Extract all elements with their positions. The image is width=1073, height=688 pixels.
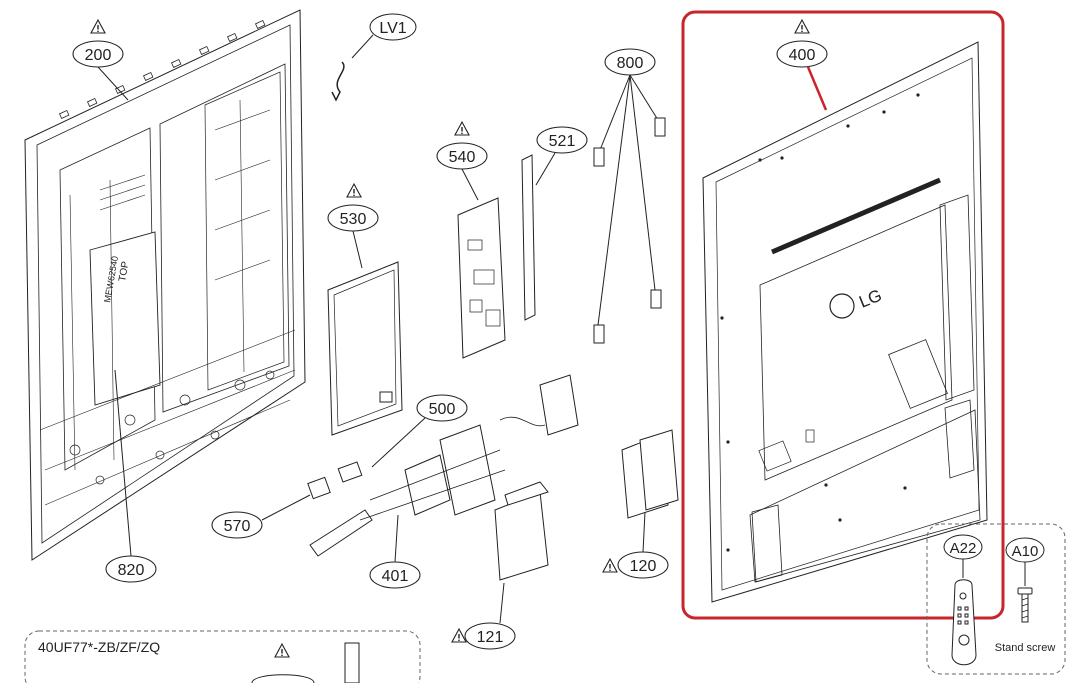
callout-400: 400 <box>789 47 816 64</box>
part-500-bracket-assembly <box>309 374 579 557</box>
part-400-screw-holes <box>720 93 920 552</box>
part-800-brackets <box>593 117 666 344</box>
callout-partial-bubble <box>251 674 315 684</box>
callout-lv1: LV1 <box>379 20 406 37</box>
leader-540 <box>461 168 479 201</box>
lg-logo-icon <box>829 293 855 319</box>
leader-570 <box>261 494 311 521</box>
leader-200 <box>97 66 129 101</box>
panel-top-text: TOP <box>117 260 131 282</box>
callout-200: 200 <box>85 47 112 64</box>
callout-570-bubble <box>211 511 263 539</box>
part-partial-stand <box>344 642 360 684</box>
callout-540: 540 <box>449 149 476 166</box>
callout-800: 800 <box>617 55 644 72</box>
leader-121 <box>499 582 505 624</box>
warning-icon <box>451 628 467 643</box>
callout-570: 570 <box>224 518 251 535</box>
callout-121: 121 <box>477 629 504 646</box>
part-200-panel <box>24 9 306 561</box>
callout-120: 120 <box>630 558 657 575</box>
callout-401: 401 <box>382 568 409 585</box>
stand-screw-label: Stand screw <box>995 642 1056 654</box>
warning-icon <box>454 121 470 136</box>
callout-820: 820 <box>118 562 145 579</box>
leader-400 <box>806 66 828 111</box>
part-530-power-board <box>327 261 403 436</box>
callout-a10: A10 <box>1012 543 1039 560</box>
part-400-back-cover <box>702 41 988 603</box>
part-570-board <box>307 476 331 500</box>
leader-500 <box>371 417 426 468</box>
part-540-main-board <box>457 197 506 359</box>
leader-820 <box>114 369 132 557</box>
callout-500: 500 <box>429 401 456 418</box>
part-200-bottom-details <box>69 370 275 485</box>
callout-500-bubble <box>416 394 468 422</box>
callout-121-bubble <box>464 622 516 650</box>
model-note-box <box>24 630 421 688</box>
part-120-cover <box>621 429 679 519</box>
leader-521 <box>535 152 556 186</box>
leader-120 <box>642 511 646 553</box>
leaders-800 <box>597 74 659 326</box>
part-121-cover <box>494 481 549 581</box>
callout-lv1-bubble <box>369 13 417 41</box>
part-lv1-wire <box>331 61 345 102</box>
callout-400-bubble <box>776 40 828 68</box>
warning-icon <box>794 19 810 34</box>
stand-screw-icon <box>1017 587 1033 623</box>
warning-icon <box>346 183 362 198</box>
part-521-board <box>521 154 536 321</box>
accessories-box <box>926 523 1066 675</box>
warning-icon <box>274 643 290 658</box>
leader-530 <box>352 230 363 269</box>
leader-401 <box>394 514 399 563</box>
part-200-top-holes <box>58 19 266 119</box>
warning-icon <box>90 19 106 34</box>
callout-521: 521 <box>549 133 576 150</box>
leader-lv1 <box>351 34 374 59</box>
model-note-text: 40UF77*-ZB/ZF/ZQ <box>38 639 160 655</box>
warning-icon <box>602 558 618 573</box>
callout-a22: A22 <box>950 540 977 557</box>
highlight-400-frame <box>681 10 1005 620</box>
remote-control-icon <box>951 579 977 666</box>
callout-521-bubble <box>536 126 588 154</box>
callout-530: 530 <box>340 211 367 228</box>
